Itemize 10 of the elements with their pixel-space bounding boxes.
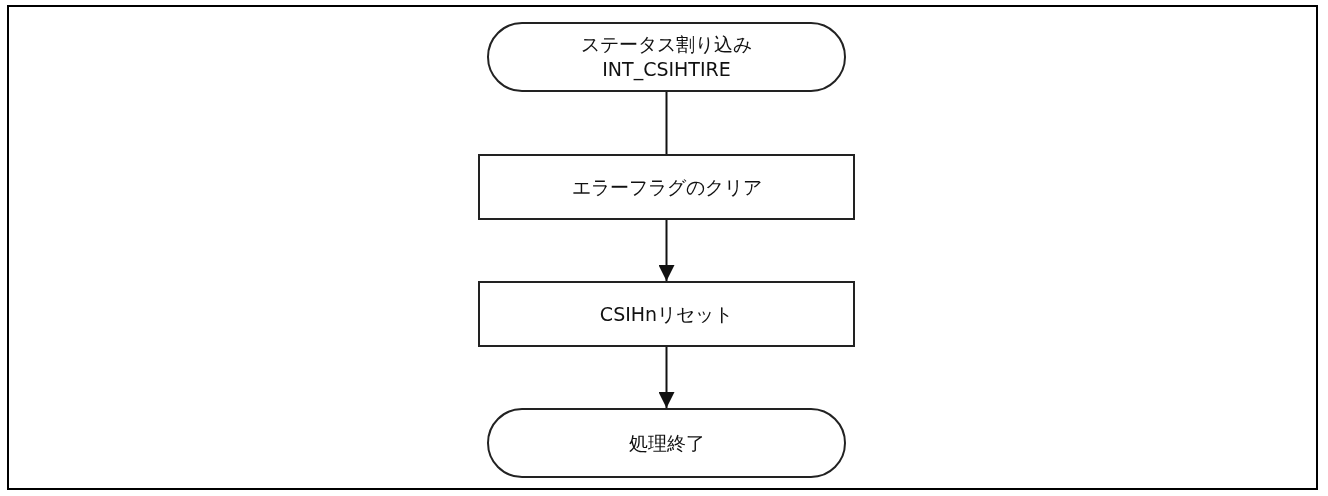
step-label: エラーフラグのクリア (571, 174, 762, 200)
arrow (658, 346, 675, 409)
process-box (478, 281, 855, 347)
step-label: INT_CSIHTIRE (602, 57, 731, 82)
step-label: CSIHnリセット (599, 301, 734, 327)
connector-line (665, 91, 668, 155)
step-label: ステータス割り込み (581, 32, 752, 57)
process-box (478, 154, 855, 220)
step-label: 処理終了 (628, 430, 705, 456)
arrow (658, 219, 675, 282)
